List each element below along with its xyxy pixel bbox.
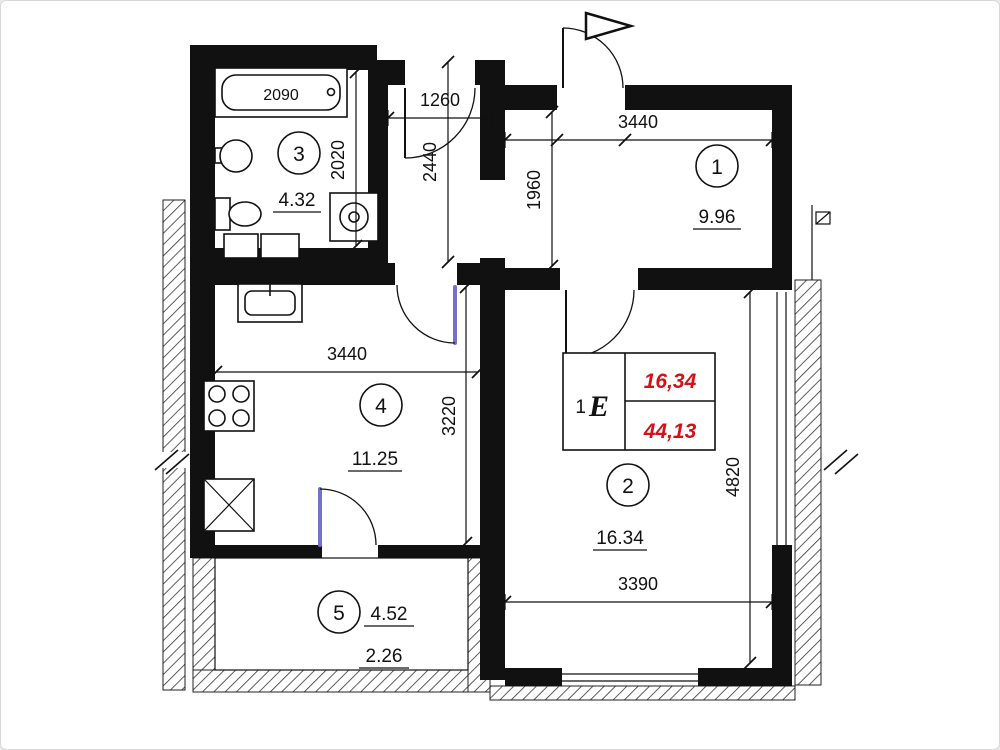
left-break-gap	[160, 452, 188, 468]
dim-tub-length: 2090	[263, 87, 299, 104]
room-2-label: 2 16.34	[593, 463, 650, 551]
dim-closet-width-label: 1260	[420, 90, 460, 110]
balcony5-bottom-wall	[192, 669, 491, 693]
entry-door-arc	[562, 27, 624, 89]
kitchen-sink	[237, 283, 303, 323]
bathroom-top-wall	[190, 45, 377, 70]
dimension-kitchen-depth: 3220	[439, 280, 473, 550]
room-1-number: 1	[711, 156, 723, 179]
room-3-number: 3	[293, 143, 305, 166]
dim-living-depth-label: 4820	[723, 457, 743, 497]
right-exterior-wall-lower	[772, 545, 792, 686]
entry-wall-right	[625, 85, 792, 110]
cabinet-x	[203, 478, 255, 532]
kitchen-bottom-wall-right	[378, 545, 480, 558]
room-5-number: 5	[333, 602, 345, 625]
balcony-door-arc	[319, 488, 377, 546]
left-break-mark-1	[154, 449, 179, 471]
hall-living-wall-left	[505, 268, 560, 290]
right-break-mark-1	[823, 449, 848, 471]
apartment-prefix: 1	[575, 397, 586, 418]
bathroom-fixtures	[214, 67, 379, 259]
living-bottom-wall-right	[698, 668, 792, 686]
adjacent-section-wall	[162, 199, 186, 691]
dim-living-width-label: 3390	[618, 574, 658, 594]
dim-bathroom-depth-label: 2020	[328, 140, 348, 180]
balcony5-interior-outline	[214, 557, 469, 671]
apartment-total-area: 44,13	[643, 420, 697, 443]
room-5-area: 4.52	[371, 604, 408, 625]
section-marks	[154, 205, 859, 475]
bathtub	[214, 67, 348, 118]
living-bottom-outer-wall	[489, 685, 796, 701]
kitchen-fixtures	[203, 283, 303, 532]
entry-triangle-icon	[584, 11, 636, 41]
dim-corridor-depth-label: 2440	[420, 142, 440, 182]
closet-door-arc	[404, 87, 476, 159]
hall-living-door-arc	[565, 289, 635, 359]
washbasin	[214, 139, 253, 173]
washing-machine	[329, 192, 379, 242]
kitchen-top-wall-left	[190, 263, 395, 285]
dimension-hallway-depth: 1960	[524, 105, 559, 273]
room-4-label: 4 11.25	[348, 383, 403, 472]
right-break-mark-2	[834, 453, 859, 475]
room-3-label: 3 4.32	[273, 131, 321, 213]
left-exterior-wall	[190, 70, 215, 550]
apartment-room-area: 16,34	[644, 370, 697, 393]
stove	[203, 380, 255, 432]
hatched-walls	[162, 199, 822, 701]
dim-hallway-width-label: 3440	[618, 112, 658, 132]
room-4-number: 4	[375, 395, 387, 418]
dimension-living-depth: 4820	[723, 285, 757, 670]
kitchen-door-arc	[396, 284, 456, 344]
right-level-mark-diagonal	[815, 211, 831, 225]
dimension-corridor-depth: 2440	[420, 55, 455, 269]
room-3-area: 4.32	[279, 190, 316, 211]
apartment-type-letter: Е	[588, 390, 609, 423]
bathroom-cabinets	[223, 233, 300, 259]
room-5-label: 5 4.52 2.26	[317, 590, 414, 669]
apartment-info-box: 1 Е 16,34 44,13	[562, 352, 716, 451]
dimension-living-width: 3390	[498, 574, 779, 610]
room-1-area: 9.96	[699, 207, 736, 228]
dimension-closet-width: 1260	[381, 90, 499, 126]
walls	[190, 45, 792, 686]
dimensions: 2090 1260 3440 2020 2440	[209, 55, 779, 670]
hall-living-wall-right	[638, 268, 792, 290]
entry-marker	[584, 11, 636, 41]
right-balcony-strip	[794, 279, 822, 686]
dim-kitchen-depth-label: 3220	[439, 396, 459, 436]
entry-wall-left	[505, 85, 557, 110]
dimension-hallway-width: 3440	[498, 112, 779, 148]
room-5-area-secondary: 2.26	[366, 646, 403, 667]
room-1-label: 1 9.96	[693, 144, 741, 230]
room-4-area: 11.25	[352, 449, 398, 470]
windows	[214, 292, 787, 682]
dim-kitchen-width-label: 3440	[327, 344, 367, 364]
living-bottom-wall-left	[505, 668, 562, 686]
kitchen-bottom-wall-left	[190, 545, 322, 558]
toilet	[214, 197, 262, 231]
dim-hallway-depth-label: 1960	[524, 170, 544, 210]
room-labels: 3 4.32 1 9.96 4 11.25 2 16.34 5 4.52	[273, 131, 741, 669]
right-level-mark	[815, 211, 831, 225]
dimension-kitchen-width: 3440	[209, 344, 485, 379]
room-2-area: 16.34	[596, 528, 644, 549]
right-exterior-wall-upper	[772, 85, 792, 285]
center-wall-lower	[480, 258, 505, 680]
room-2-number: 2	[622, 475, 634, 498]
dimension-bathroom-depth: 2020	[328, 65, 363, 253]
left-break-mark-2	[165, 453, 190, 475]
